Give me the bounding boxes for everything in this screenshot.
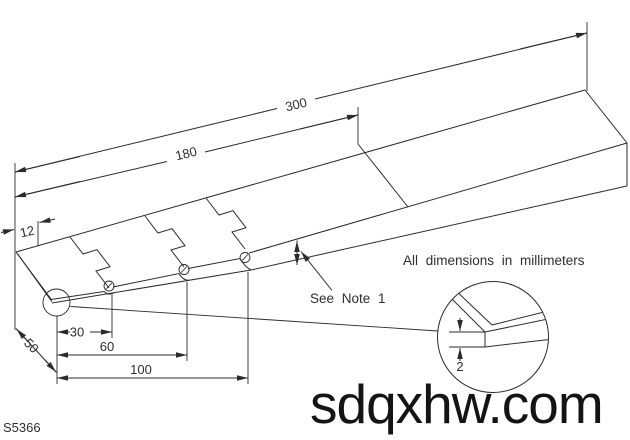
detail-bottom-right [484, 338, 548, 348]
step-marker-slash [180, 266, 188, 273]
dimension-label-100: 100 [130, 362, 152, 377]
front-edge-seg1 [112, 272, 190, 288]
extension-lines [14, 22, 588, 384]
magnifier-leader-line [70, 306, 438, 332]
dimension-label-60: 60 [100, 339, 114, 354]
arrowhead [0, 229, 15, 235]
front-edge-seg0 [50, 290, 115, 300]
watermark-text: sdqxhw.com [310, 373, 603, 435]
step-marker-slash [105, 282, 113, 290]
step-line-60 [144, 215, 186, 268]
note1-leader-line [300, 251, 333, 291]
wedge-body-outline [15, 89, 628, 304]
dimension-label-2: 2 [456, 359, 463, 374]
step-marker-slash [241, 254, 249, 261]
arrowhead [44, 359, 57, 373]
step-marker-circle [178, 264, 190, 275]
step-break-lines [69, 197, 247, 289]
figure-id: S5366 [3, 420, 41, 435]
step-markers [103, 252, 251, 292]
detail-view [42, 281, 549, 393]
step-line-100 [205, 197, 247, 250]
face-line-180 [357, 143, 409, 208]
arrowhead [39, 217, 56, 223]
see-note-1-label: See Note 1 [310, 291, 386, 306]
arrowhead [299, 114, 359, 130]
arrowhead [16, 328, 29, 342]
front-edge-seg2 [187, 257, 252, 271]
step-marker-circle [239, 252, 251, 263]
front-edge-seg3 [248, 142, 628, 254]
bottom-front-edge [51, 185, 628, 304]
tip-highlight-circle [42, 288, 71, 317]
dimension-label-30: 30 [70, 325, 84, 340]
arrowhead [14, 181, 81, 198]
detail-front-right [484, 317, 548, 333]
detail-circle [437, 281, 549, 393]
step-marker-circle [103, 280, 115, 292]
units-note: All dimensions in millimeters [403, 253, 585, 268]
dimension-label-180: 180 [174, 144, 199, 164]
arrowhead [14, 156, 81, 173]
thin-end-bottom-line [17, 254, 53, 303]
step-line-30 [69, 236, 111, 289]
dimension-lines [0, 32, 588, 381]
detail-geometry [445, 286, 548, 348]
top-face-back-edge [15, 89, 586, 253]
arrowhead [519, 32, 588, 50]
dimension-label-300: 300 [284, 95, 309, 115]
detail-ridge-right [491, 310, 548, 326]
dimension-label-12: 12 [18, 223, 35, 241]
detail-extension-lines [449, 331, 485, 348]
thick-end-top-edge [584, 89, 628, 144]
